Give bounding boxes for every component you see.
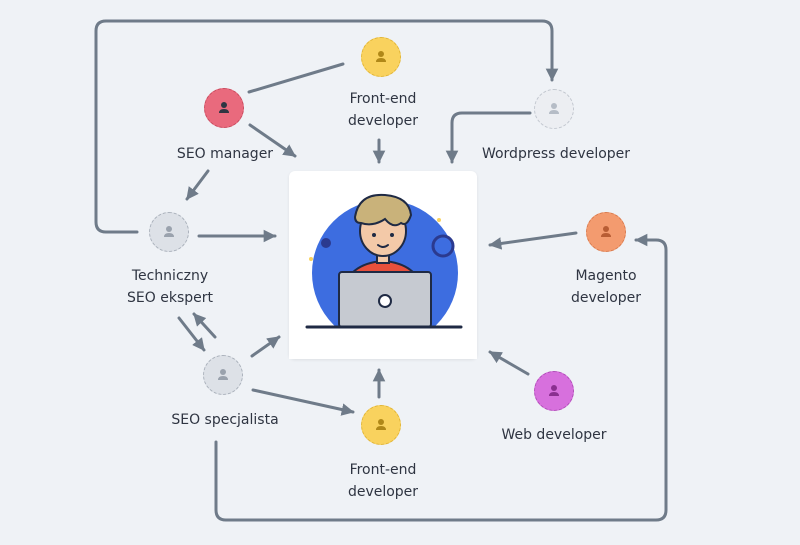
seo-manager-label: SEO manager bbox=[176, 146, 274, 162]
user-icon bbox=[376, 51, 386, 62]
seo-manager-to-center bbox=[248, 123, 297, 158]
specialist-to-center bbox=[250, 335, 281, 358]
seo-manager-to-frontend-top bbox=[247, 62, 345, 94]
specialist-loop-to-magento bbox=[214, 233, 668, 522]
user-icon bbox=[549, 385, 559, 396]
frontend-bottom-node bbox=[361, 405, 401, 445]
seo-specialist-label: SEO specjalista bbox=[171, 412, 279, 428]
user-icon bbox=[376, 419, 386, 430]
web-dev-label: Web developer bbox=[501, 427, 607, 443]
user-icon bbox=[601, 226, 611, 237]
technical-seo-label: Techniczny SEO ekspert bbox=[127, 268, 213, 306]
user-icon bbox=[164, 226, 174, 237]
wordpress-to-center bbox=[445, 111, 532, 164]
frontend-top-node bbox=[361, 37, 401, 77]
webdev-to-center bbox=[488, 350, 530, 376]
frontend-bottom-label: Front-end developer bbox=[347, 462, 419, 500]
specialist-to-technical bbox=[192, 312, 217, 339]
magento-label: Magento developer bbox=[570, 268, 642, 306]
seo-specialist-node bbox=[203, 355, 243, 395]
technical-to-specialist bbox=[177, 316, 206, 352]
magento-node bbox=[586, 212, 626, 252]
loop-technical-to-wordpress bbox=[94, 19, 559, 234]
technical-seo-node bbox=[149, 212, 189, 252]
center-card bbox=[289, 171, 477, 359]
developer-at-laptop-illustration bbox=[289, 193, 477, 359]
user-icon bbox=[549, 103, 559, 114]
specialist-to-frontend-bottom bbox=[251, 388, 355, 416]
user-icon bbox=[218, 369, 228, 380]
web-dev-node bbox=[534, 371, 574, 411]
magento-to-center bbox=[488, 231, 578, 250]
frontend-top-label: Front-end developer bbox=[347, 91, 419, 129]
wordpress-label: Wordpress developer bbox=[481, 146, 631, 162]
seo-manager-to-technical bbox=[185, 169, 210, 201]
seo-manager-node bbox=[204, 88, 244, 128]
user-icon bbox=[219, 102, 229, 113]
wordpress-node bbox=[534, 89, 574, 129]
